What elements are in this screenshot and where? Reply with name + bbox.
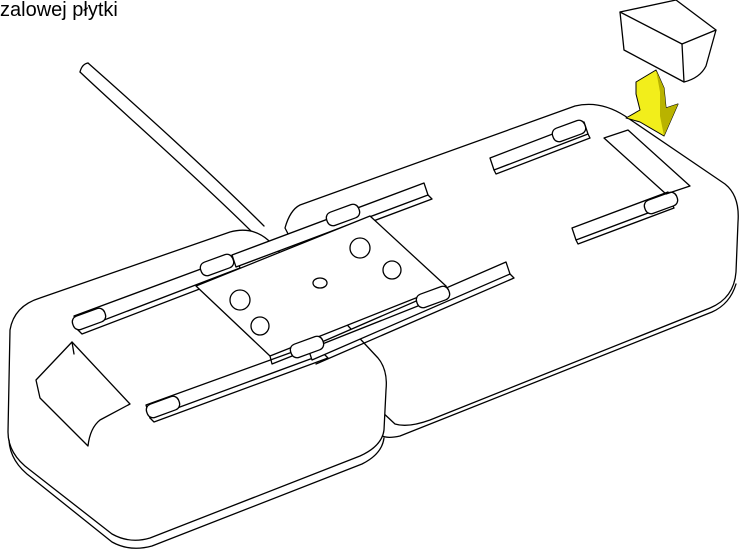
cover-slot [603, 129, 691, 195]
caption-text: zalowej płytki [0, 0, 118, 21]
latch-tabs [71, 119, 679, 419]
cover-piece [619, 0, 717, 83]
mounting-plate [195, 215, 449, 365]
cable [79, 62, 265, 233]
down-arrow-icon [625, 69, 679, 137]
